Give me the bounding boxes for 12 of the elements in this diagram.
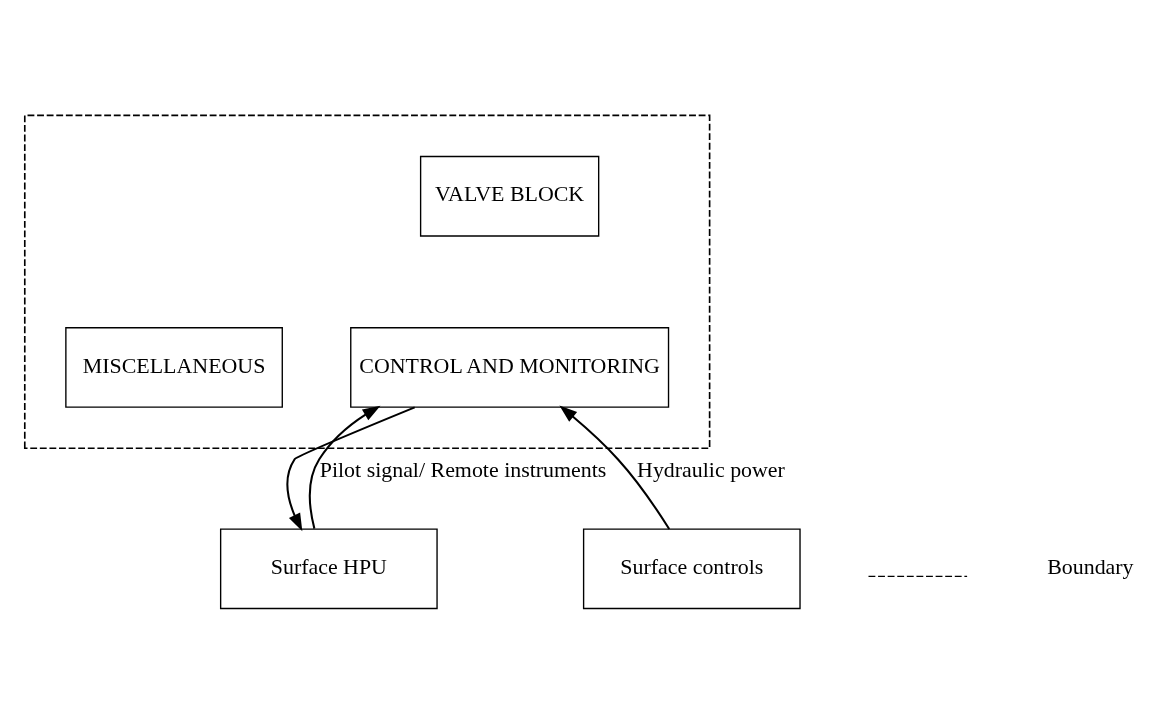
legend-label: Boundary [1047, 553, 1134, 579]
node-box: Surface controls [582, 527, 801, 609]
cluster [23, 114, 711, 449]
arrow [559, 405, 671, 530]
edge-label: Hydraulic power [637, 456, 785, 482]
arrow [308, 405, 381, 529]
node-box: MISCELLANEOUS [65, 326, 283, 408]
node-box: CONTROL AND MONITORING [350, 326, 670, 408]
node-box: VALVE BLOCK [419, 155, 600, 237]
edge-label: Pilot signal/ Remote instruments [319, 456, 607, 482]
node-box: Surface HPU [219, 527, 438, 609]
arrow [286, 405, 416, 531]
